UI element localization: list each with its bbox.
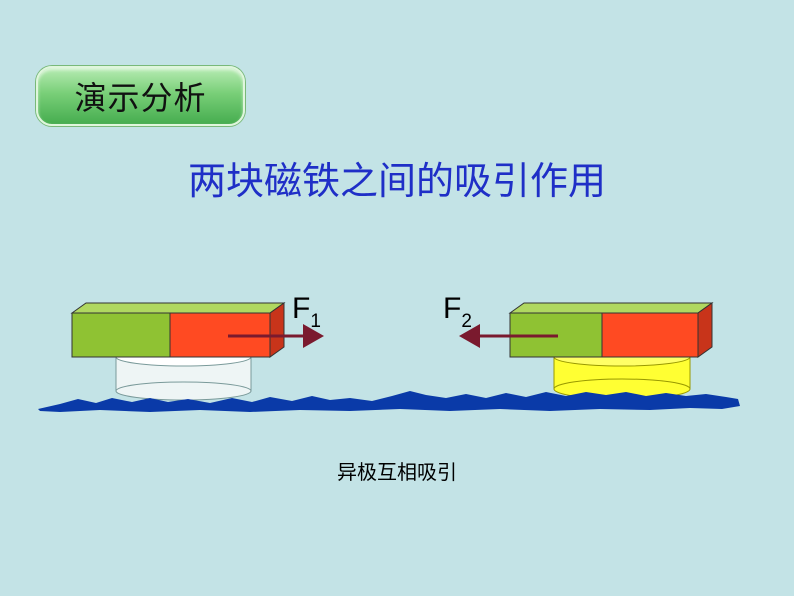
- water-surface: [38, 391, 740, 412]
- section-badge-label: 演示分析: [74, 79, 207, 117]
- force-label-f2: F2: [443, 292, 472, 332]
- left-magnet: [70, 302, 286, 358]
- caption: 异极互相吸引: [337, 460, 457, 484]
- force-label-f1: F1: [292, 292, 321, 332]
- right-magnet-red-pole: [601, 312, 699, 358]
- left-magnet-green-pole: [71, 312, 171, 358]
- section-badge: 演示分析: [36, 66, 245, 126]
- right-magnet: [508, 302, 714, 358]
- slide-title: 两块磁铁之间的吸引作用: [187, 159, 606, 203]
